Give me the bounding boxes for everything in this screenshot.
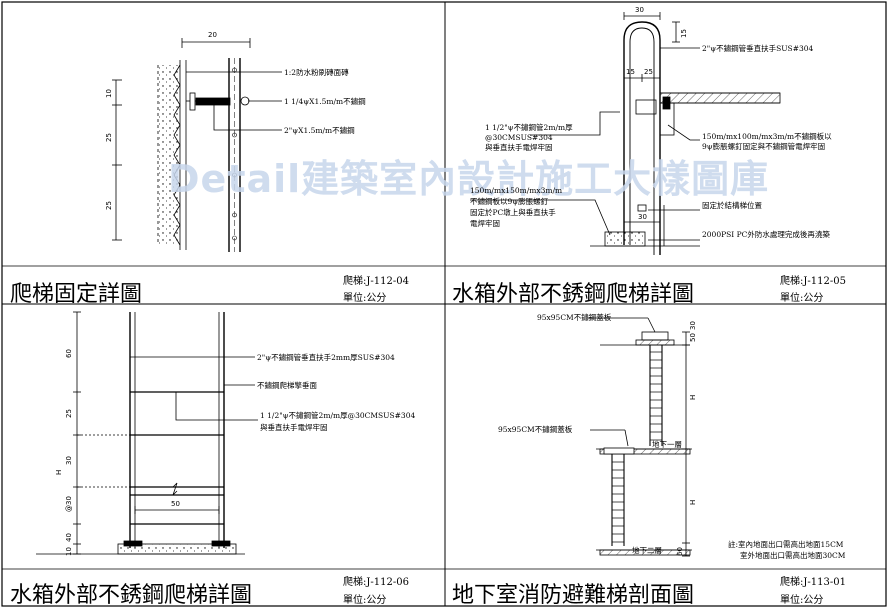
panel-4-note-6: 室外地面出口需高出地面30CM xyxy=(740,551,846,560)
panel-4-code: 爬梯:J-113-01 xyxy=(780,577,846,588)
panel-3-dim-2: 25 xyxy=(65,409,73,418)
panel-3-dim-5: @30 xyxy=(65,496,73,512)
panel-1-title: 爬梯固定詳圖 xyxy=(10,282,143,307)
panel-1-drawing xyxy=(112,38,282,252)
panel-4-note-4: 地下二層 xyxy=(632,546,662,555)
panel-2-title: 水箱外部不銹鋼爬梯詳圖 xyxy=(452,282,695,307)
panel-3-note-2: 不鏽鋼爬梯擎垂面 xyxy=(257,381,317,390)
panel-1-dim-1: 10 xyxy=(105,89,113,98)
panel-3-dim-7: 10 xyxy=(65,547,73,556)
panel-2-dim-left: 15 xyxy=(626,68,635,76)
panel-1-dim-width: 20 xyxy=(208,31,217,39)
panel-2-code: 爬梯:J-112-05 xyxy=(780,276,846,287)
panel-2-note-10: 電焊牢固 xyxy=(470,219,500,228)
panel-2-note-7: 150m/mx150m/mx3m/m xyxy=(470,186,563,195)
panel-4-dim-3: H xyxy=(689,394,697,400)
panel-2-note-3: @30CMSUS#304 xyxy=(485,133,553,142)
panel-1-note-3: 2"ψX1.5m/m不鏽鋼 xyxy=(284,126,355,135)
panel-4-note-3: 地下一層 xyxy=(652,440,682,449)
panel-1-dim-2: 25 xyxy=(105,133,113,142)
panel-2-note-4: 與垂直扶手電焊牢固 xyxy=(485,143,553,152)
watermark-text: Detail建築室內設計施工大樣圖庫 xyxy=(168,157,770,201)
panel-4-note-2: 95x95CM不鏽鋼蓋板 xyxy=(498,425,573,434)
panel-4-note-5: 註:室內地面出口需高出地面15CM xyxy=(728,540,844,549)
panel-3-dim-6: 40 xyxy=(65,533,73,542)
panel-3-dim-4: H xyxy=(55,469,63,475)
panel-3-unit: 單位:公分 xyxy=(343,595,387,606)
panel-2-note-6: 9ψ膨脹螺釘固定與不鏽鋼管電焊牢固 xyxy=(702,142,826,151)
panel-4-dim-4: H xyxy=(689,499,697,505)
panel-1-dim-3: 25 xyxy=(105,201,113,210)
panel-3-dim-width: 50 xyxy=(171,500,180,508)
panel-2-dim-right: 25 xyxy=(644,68,653,76)
panel-2-note-12: 2000PSI PC外防水處理完成後再澆築 xyxy=(702,230,830,239)
panel-3-dim-1: 60 xyxy=(65,349,73,358)
panel-3-title: 水箱外部不銹鋼爬梯詳圖 xyxy=(10,583,253,608)
panel-4-drawing xyxy=(588,317,692,557)
panel-2-note-1: 2"ψ不鏽鋼管垂直扶手SUS#304 xyxy=(702,44,814,53)
panel-2-note-9: 固定於PC墩上與垂直扶手 xyxy=(470,208,556,217)
panel-1-unit: 單位:公分 xyxy=(343,293,387,304)
panel-2-note-11: 固定於結構梯位置 xyxy=(702,201,762,210)
panel-2-note-8: 不鏽鋼板以9ψ膨脹螺釘 xyxy=(470,197,549,206)
panel-3-note-4: 與垂直扶手電焊牢固 xyxy=(260,423,328,432)
panel-2-dim-base: 30 xyxy=(638,213,647,221)
panel-1-note-2: 1 1/4ψX1.5m/m不鏽鋼 xyxy=(284,97,366,106)
panel-3-note-1: 2"ψ不鏽鋼管垂直扶手2mm厚SUS#304 xyxy=(257,353,395,362)
panel-4-title: 地下室消防避難梯剖面圖 xyxy=(452,583,695,608)
panel-3-note-3: 1 1/2"ψ不鏽鋼管2m/m厚@30CMSUS#304 xyxy=(260,411,416,420)
panel-4-dim-2: 30 xyxy=(689,321,697,330)
panel-4-dim-1: 50 xyxy=(689,333,697,342)
panel-1-code: 爬梯:J-112-04 xyxy=(343,276,409,287)
panel-2-dim-top: 15 xyxy=(680,29,688,38)
panel-4-dim-5: 60 xyxy=(676,547,684,556)
panel-2-drawing xyxy=(470,12,781,255)
panel-4-unit: 單位:公分 xyxy=(780,595,824,606)
panel-3-dim-3: 30 xyxy=(65,456,73,465)
panel-1-note-1: 1:2防水粉刷磚面磚 xyxy=(284,68,349,77)
panel-4-note-1: 95x95CM不鏽鋼蓋板 xyxy=(537,313,612,322)
panel-2-dim-width: 30 xyxy=(635,6,644,14)
panel-2-note-5: 150m/mx100m/mx3m/m不鏽鋼板以 xyxy=(702,132,832,141)
panel-3-code: 爬梯:J-112-06 xyxy=(343,577,409,588)
panel-3-drawing xyxy=(36,311,258,555)
panel-2-note-2: 1 1/2"ψ不鏽鋼管2m/m厚 xyxy=(485,123,573,132)
panel-2-unit: 單位:公分 xyxy=(780,293,824,304)
